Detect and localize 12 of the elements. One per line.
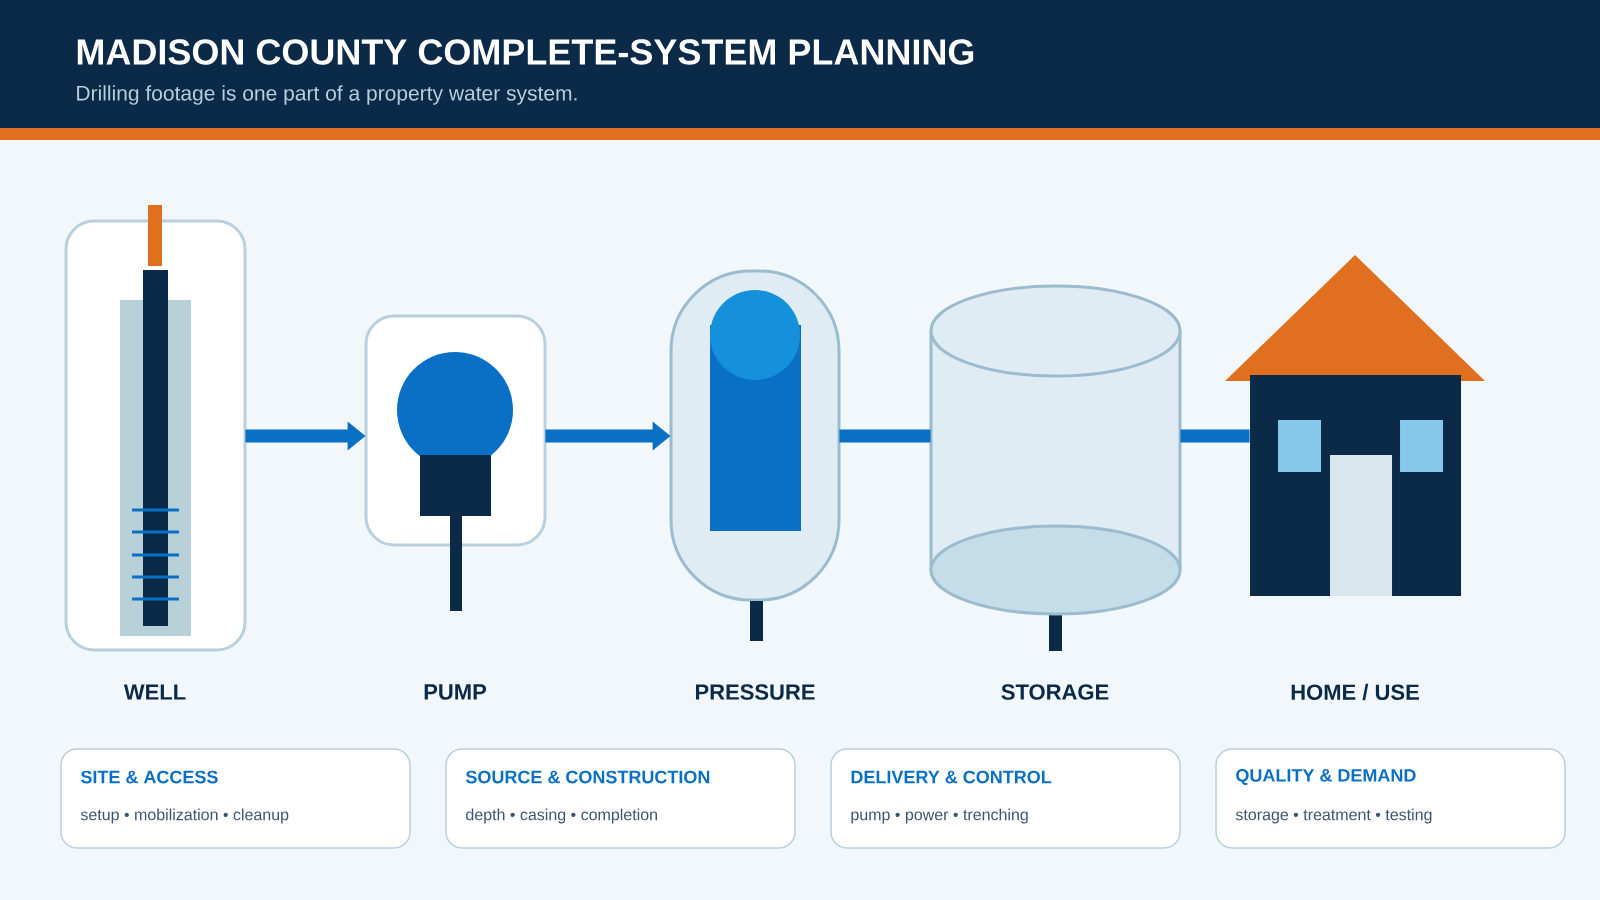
component-label: HOME / USE bbox=[1291, 683, 1419, 701]
house-drawing bbox=[1225, 255, 1485, 596]
component-label: PUMP bbox=[424, 684, 487, 700]
info-card: QUALITY & DEMAND storage • treatment • testing bbox=[1215, 748, 1566, 849]
info-card: SITE & ACCESS setup • mobilization • cleanup bbox=[60, 748, 411, 849]
subtitle: Drilling footage is one part of a property water system. bbox=[77, 85, 577, 105]
info-card: SOURCE & CONSTRUCTION depth • casing • completion bbox=[445, 748, 796, 849]
component-label: WELL bbox=[123, 684, 186, 700]
component-label: STORAGE bbox=[1001, 684, 1109, 700]
title: MADISON COUNTY COMPLETE-SYSTEM PLANNING bbox=[77, 39, 974, 65]
info-card: DELIVERY & CONTROL pump • power • trenching bbox=[830, 748, 1181, 849]
component-label: PRESSURE bbox=[695, 684, 815, 700]
